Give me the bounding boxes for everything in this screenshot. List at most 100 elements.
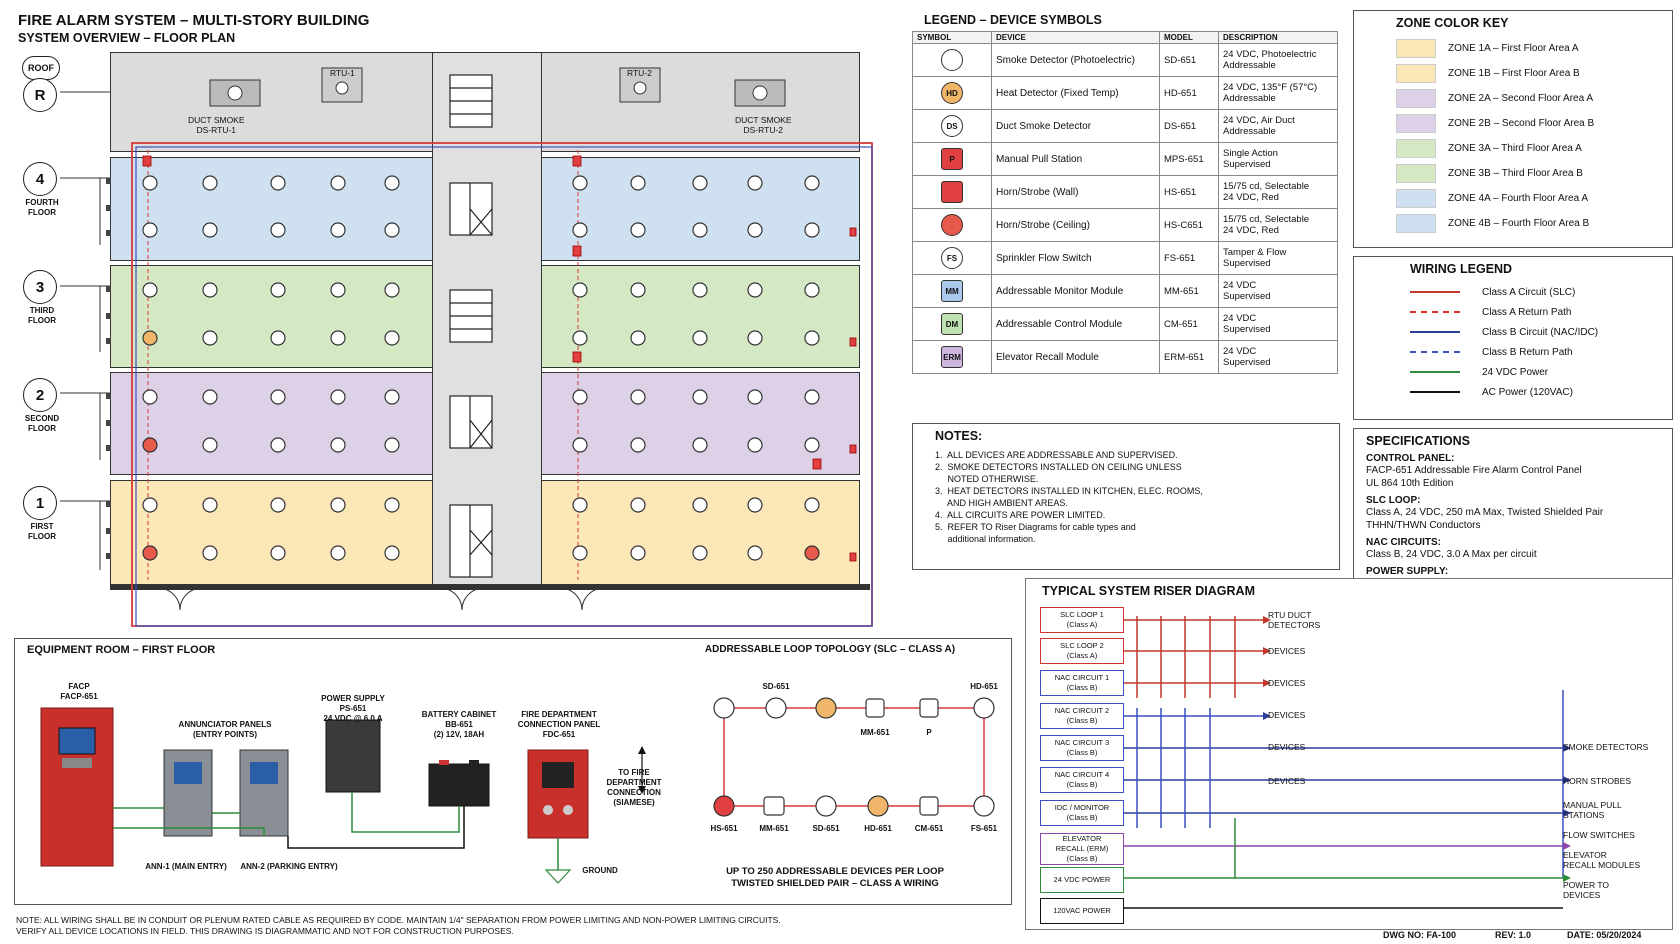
floor-2-marker: 2: [23, 378, 57, 412]
device-symbol-text: ERM: [943, 352, 961, 362]
wiring-legend: WIRING LEGEND Class A Circuit (SLC)Class…: [1353, 256, 1673, 420]
riser-mid-label: RTU DUCT DETECTORS: [1268, 610, 1321, 630]
equipment-drawing: [40, 697, 995, 884]
floor-3-label: THIRD FLOOR: [28, 306, 56, 325]
device-symbol-icon: HD: [941, 82, 963, 104]
note-item: 4. ALL CIRCUITS ARE POWER LIMITED.: [935, 510, 1106, 520]
wiring-line-sample: [1410, 331, 1460, 333]
col-symbol: SYMBOL: [912, 31, 992, 44]
zone-row: ZONE 4B – Fourth Floor Area B: [1396, 211, 1672, 236]
notes-list: 1. ALL DEVICES ARE ADDRESSABLE AND SUPER…: [913, 449, 1339, 545]
spec-line: UL 864 10th Edition: [1366, 478, 1454, 489]
device-name: Sprinkler Flow Switch: [991, 241, 1160, 275]
riser-box: 24 VDC POWER: [1040, 867, 1124, 893]
device-symbol-cell: HD: [912, 76, 992, 110]
zone-label: ZONE 4B – Fourth Floor Area B: [1448, 218, 1590, 229]
page-title: FIRE ALARM SYSTEM – MULTI-STORY BUILDING: [18, 12, 370, 29]
zone-key-title: ZONE COLOR KEY: [1396, 16, 1509, 30]
riser-box-text: ELEVATOR RECALL (ERM) (Class B): [1055, 834, 1109, 863]
to-fd-label: TO FIRE DEPARTMENT CONNECTION (SIAMESE): [606, 768, 662, 807]
note-item: 5. REFER TO Riser Diagrams for cable typ…: [935, 522, 1136, 544]
riser-right-label: ELEVATOR RECALL MODULES: [1563, 850, 1641, 870]
device-description: Tamper & Flow Supervised: [1218, 241, 1338, 275]
device-symbol-text: FS: [946, 253, 958, 263]
floor-4-marker: 4: [23, 162, 57, 196]
roof-duct-left-label: DUCT SMOKE DS-RTU-1: [188, 115, 245, 135]
device-model: HS-C651: [1159, 208, 1219, 242]
device-symbol-text: P: [949, 154, 955, 164]
zone-swatch: [1396, 89, 1436, 108]
device-name: Duct Smoke Detector: [991, 109, 1160, 143]
riser-title: TYPICAL SYSTEM RISER DIAGRAM: [1042, 584, 1255, 598]
spec-label: NAC CIRCUITS:: [1366, 537, 1441, 548]
riser-box-text: 120VAC POWER: [1053, 906, 1111, 915]
spec-line: Class A, 24 VDC, 250 mA Max, Twisted Shi…: [1366, 507, 1604, 518]
floor-1-num: 1: [35, 494, 45, 512]
riser-box: IDC / MONITOR (Class B): [1040, 800, 1124, 826]
device-symbol-icon: MM: [941, 280, 963, 302]
device-model: FS-651: [1159, 241, 1219, 275]
device-name: Horn/Strobe (Wall): [991, 175, 1160, 209]
device-symbol-icon: [941, 49, 963, 71]
floor-2-label: SECOND FLOOR: [24, 414, 60, 433]
device-name: Elevator Recall Module: [991, 340, 1160, 374]
device-model: HS-651: [1159, 175, 1219, 209]
riser-right-label: HORN STROBES: [1563, 776, 1632, 786]
zone-label: ZONE 2A – Second Floor Area A: [1448, 93, 1594, 104]
footer-note: NOTE: ALL WIRING SHALL BE IN CONDUIT OR …: [16, 915, 781, 936]
device-model: MM-651: [1159, 274, 1219, 308]
device-legend-header-row: SYMBOL DEVICE MODEL DESCRIPTION: [912, 31, 1338, 44]
wiring-label: Class B Circuit (NAC/IDC): [1482, 326, 1599, 338]
wiring-line-sample: [1410, 391, 1460, 393]
riser-mid-label: DEVICES: [1268, 678, 1306, 688]
zone-row: ZONE 2B – Second Floor Area B: [1396, 111, 1672, 136]
device-name: Addressable Monitor Module: [991, 274, 1160, 308]
riser-box-text: IDC / MONITOR (Class B): [1054, 803, 1110, 822]
device-description: 15/75 cd, Selectable 24 VDC, Red: [1218, 208, 1338, 242]
riser-mid-label: DEVICES: [1268, 710, 1306, 720]
device-symbol-icon: [941, 214, 963, 236]
riser-box-text: SLC LOOP 2 (Class A): [1060, 641, 1104, 660]
ground-label: GROUND: [582, 866, 618, 875]
device-description: 15/75 cd, Selectable 24 VDC, Red: [1218, 175, 1338, 209]
wiring-row: Class B Return Path: [1354, 342, 1672, 362]
device-name: Addressable Control Module: [991, 307, 1160, 341]
device-model: SD-651: [1159, 43, 1219, 77]
device-description: 24 VDC, Photoelectric Addressable: [1218, 43, 1338, 77]
spec-label: POWER SUPPLY:: [1366, 566, 1449, 577]
equipment-title: EQUIPMENT ROOM – FIRST FLOOR: [27, 644, 216, 656]
zone-swatch: [1396, 64, 1436, 83]
revision: REV: 1.0: [1495, 930, 1532, 940]
spec-label: SLC LOOP:: [1366, 495, 1421, 506]
floor-3-num: 3: [35, 278, 45, 296]
zone-swatch: [1396, 114, 1436, 133]
loop-top-mid-label: P: [926, 728, 932, 737]
floor-3-marker: 3: [23, 270, 57, 304]
device-symbol-text: DS: [946, 121, 958, 131]
wiring-label: Class A Circuit (SLC): [1482, 286, 1576, 298]
page-subtitle: SYSTEM OVERVIEW – FLOOR PLAN: [18, 31, 236, 45]
notes-title: NOTES:: [935, 429, 983, 443]
floor-1-label: FIRST FLOOR: [28, 522, 56, 541]
wiring-line-sample: [1410, 371, 1460, 373]
riser-mid-label: DEVICES: [1268, 646, 1306, 656]
riser-right-label: FLOW SWITCHES: [1563, 830, 1635, 840]
zone-label: ZONE 4A – Fourth Floor Area A: [1448, 193, 1589, 204]
riser-box: NAC CIRCUIT 2 (Class B): [1040, 703, 1124, 729]
ann2-label: ANN-2 (PARKING ENTRY): [240, 862, 338, 871]
loop-top-label: SD-651: [762, 682, 790, 691]
device-name: Horn/Strobe (Ceiling): [991, 208, 1160, 242]
zone-color-key: ZONE COLOR KEY ZONE 1A – First Floor Are…: [1353, 10, 1673, 248]
device-name: Smoke Detector (Photoelectric): [991, 43, 1160, 77]
zone-row: ZONE 1A – First Floor Area A: [1396, 36, 1672, 61]
wiring-label: Class B Return Path: [1482, 346, 1573, 358]
floor-2-num: 2: [35, 386, 45, 404]
device-description: 24 VDC, Air Duct Addressable: [1218, 109, 1338, 143]
zone-row: ZONE 3B – Third Floor Area B: [1396, 161, 1672, 186]
riser-diagram: TYPICAL SYSTEM RISER DIAGRAM: [1025, 578, 1673, 930]
device-symbol-cell: [912, 208, 992, 242]
